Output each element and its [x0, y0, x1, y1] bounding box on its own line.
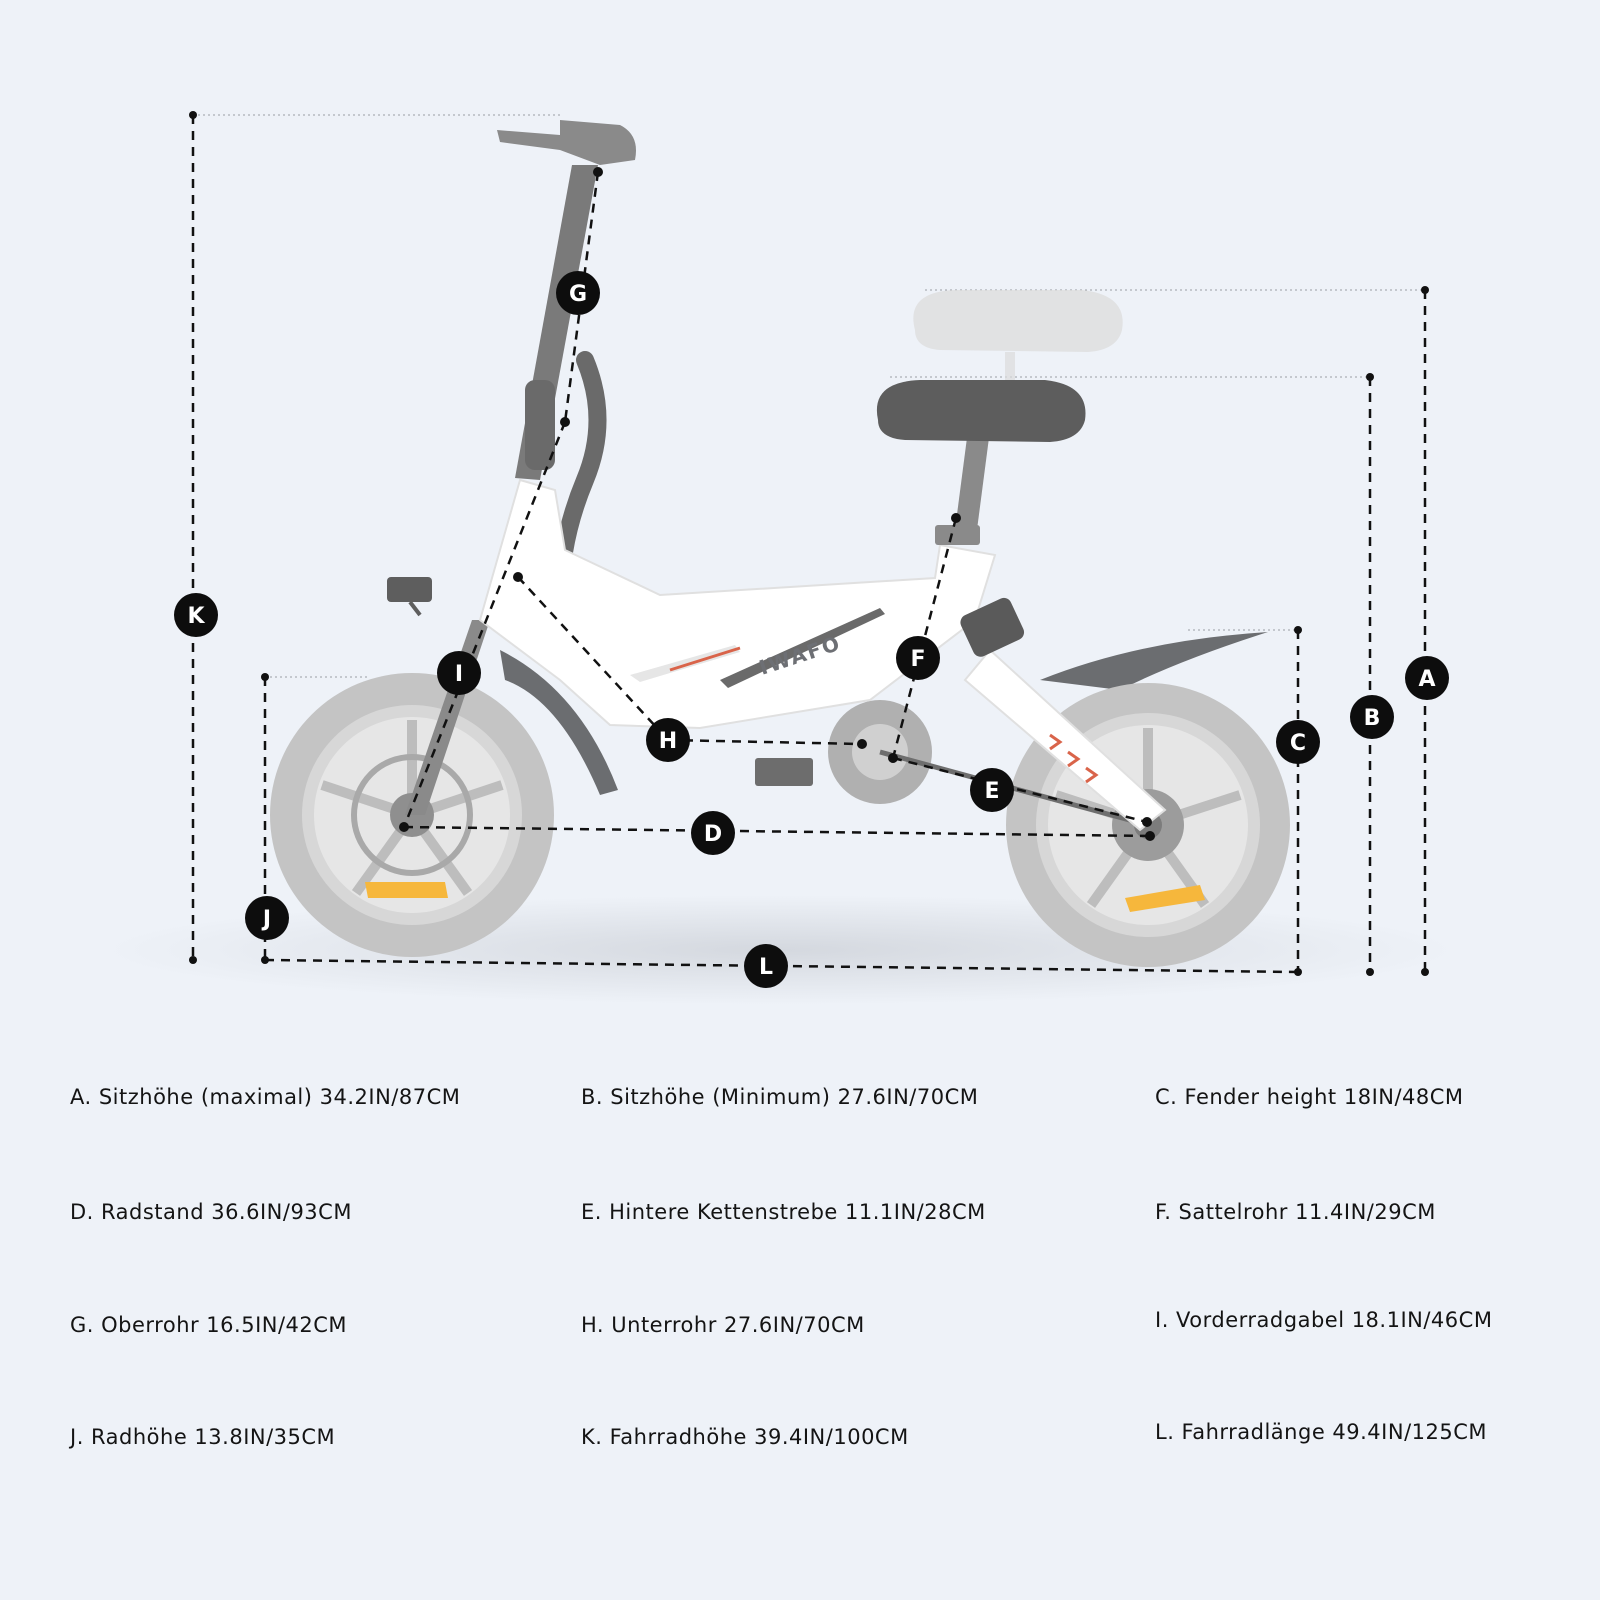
spec-g: G. Oberrohr 16.5IN/42CM — [70, 1313, 348, 1337]
badge-g: G — [556, 271, 600, 315]
pedal — [755, 758, 813, 786]
svg-text:G: G — [569, 282, 587, 307]
badge-i: I — [437, 651, 481, 695]
spec-e: E. Hintere Kettenstrebe 11.1IN/28CM — [581, 1200, 986, 1224]
reference-lines — [193, 114, 1425, 678]
seat-post — [953, 430, 990, 545]
dim-line-d — [403, 825, 1151, 838]
front-wheel — [270, 673, 554, 957]
badge-l: L — [744, 944, 788, 988]
handlebar — [497, 120, 636, 165]
dim-line-h2 — [667, 738, 863, 746]
dim-line-h1 — [517, 576, 669, 741]
svg-text:A: A — [1418, 667, 1435, 692]
badge-d: D — [691, 811, 735, 855]
dim-line-g — [563, 171, 600, 423]
electric-bike: IWAFO — [270, 120, 1290, 967]
spec-d: D. Radstand 36.6IN/93CM — [70, 1200, 352, 1224]
spec-b: B. Sitzhöhe (Minimum) 27.6IN/70CM — [581, 1085, 979, 1109]
svg-text:J: J — [261, 907, 271, 932]
svg-text:H: H — [659, 729, 677, 754]
spec-h: H. Unterrohr 27.6IN/70CM — [581, 1313, 865, 1337]
badge-e: E — [970, 768, 1014, 812]
spec-a: A. Sitzhöhe (maximal) 34.2IN/87CM — [70, 1085, 461, 1109]
spec-i: I. Vorderradgabel 18.1IN/46CM — [1155, 1308, 1493, 1332]
seat-high — [913, 290, 1123, 352]
svg-text:E: E — [984, 779, 999, 804]
rear-shock — [960, 597, 1025, 657]
svg-text:B: B — [1364, 706, 1381, 731]
svg-text:C: C — [1290, 731, 1306, 756]
badge-f: F — [896, 636, 940, 680]
badge-a: A — [1405, 656, 1449, 700]
badge-k: K — [174, 593, 218, 637]
rear-fender — [1040, 632, 1268, 690]
badge-h: H — [646, 718, 690, 762]
spec-f: F. Sattelrohr 11.4IN/29CM — [1155, 1200, 1436, 1224]
svg-text:F: F — [910, 647, 925, 672]
front-fender — [500, 650, 618, 795]
rear-stay — [963, 648, 1167, 832]
svg-text:D: D — [704, 822, 722, 847]
spec-k: K. Fahrradhöhe 39.4IN/100CM — [581, 1425, 909, 1449]
svg-text:L: L — [759, 955, 773, 980]
svg-text:K: K — [187, 604, 205, 629]
dim-line-e — [892, 756, 1148, 824]
badge-c: C — [1276, 720, 1320, 764]
seat-low — [876, 380, 1086, 442]
svg-text:I: I — [455, 662, 463, 687]
badge-j: J — [245, 896, 289, 940]
headlight — [387, 577, 432, 602]
spec-c: C. Fender height 18IN/48CM — [1155, 1085, 1464, 1109]
bike-dimension-diagram: IWAFO — [100, 111, 1460, 1005]
main-frame — [478, 478, 997, 730]
spec-j: J. Radhöhe 13.8IN/35CM — [70, 1425, 336, 1449]
spec-l: L. Fahrradlänge 49.4IN/125CM — [1155, 1420, 1488, 1444]
badge-b: B — [1350, 695, 1394, 739]
dim-line-i — [402, 421, 567, 828]
dimension-endpoints — [189, 111, 1429, 976]
